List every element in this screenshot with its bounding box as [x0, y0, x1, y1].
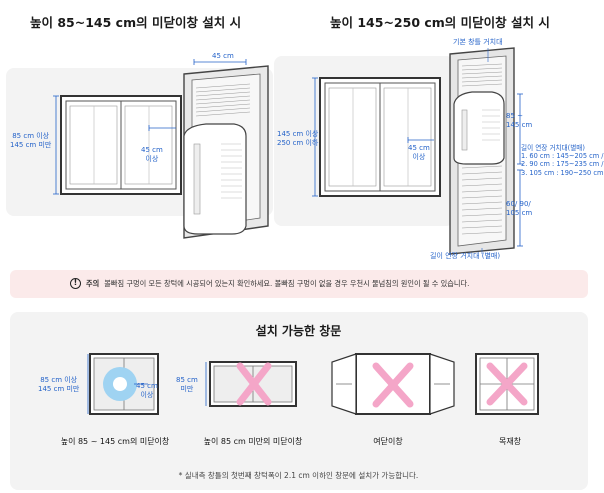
left-height-line2: 145 cm 미만	[10, 140, 52, 149]
window-type-1-sliding-icon	[87, 353, 159, 415]
right-gap-line1: 45 cm	[408, 144, 430, 152]
window-type-2-short-sliding-icon	[205, 361, 297, 407]
left-section-title: 높이 85~145 cm의 미닫이창 설치 시	[30, 15, 242, 30]
extension-info: 길이 연장 거치대(별매) 1. 60 cm : 145~205 cm / 2.…	[521, 144, 604, 177]
installable-windows-title: 설치 가능한 창문	[255, 324, 342, 338]
notice-bar	[10, 270, 588, 298]
window-type-4-wooden-icon	[475, 353, 539, 415]
item1-height-line1: 85 cm 이상	[40, 376, 78, 384]
left-gap-label: 45 cm 이상	[141, 146, 163, 164]
item2-height-line2: 미만	[180, 384, 194, 393]
exclamation-circle-icon: !	[70, 278, 81, 289]
item2-caption: 높이 85 cm 미만의 미닫이창	[203, 437, 303, 446]
item1-gap-label: 45 cm 이상	[136, 382, 158, 400]
item1-height-line2: 145 cm 미만	[38, 384, 80, 393]
extension-line3: 3. 105 cm : 190~250 cm	[521, 168, 604, 177]
item3-caption: 여닫이창	[373, 437, 403, 446]
item2-height-label: 85 cm 미만	[176, 376, 198, 394]
unit-height-line2: 145 cm	[506, 120, 533, 129]
right-height-line2: 250 cm 이하	[277, 138, 319, 147]
right-height-line1: 145 cm 이상	[277, 130, 319, 138]
left-height-line1: 85 cm 이상	[12, 132, 50, 140]
footnote: * 실내측 창틀의 첫번째 창턱폭이 2.1 cm 이하인 창문에 설치가 가능…	[178, 471, 419, 480]
extension-title: 길이 연장 거치대(별매)	[521, 144, 585, 152]
unit-height-line1: 85 ~	[506, 112, 523, 120]
left-window-diagram	[53, 59, 269, 239]
window-type-3-casement-icon	[331, 353, 455, 415]
notice-text: 볼빠짐 구멍이 모든 창턱에 시공되어 있는지 확인하세요. 볼빠짐 구멍이 없…	[104, 278, 470, 288]
installable-windows-diagrams	[87, 353, 539, 415]
item1-caption: 높이 85 ~ 145 cm의 미닫이창	[60, 437, 170, 446]
extension-line1: 1. 60 cm : 145~205 cm /	[521, 152, 604, 161]
lower-height-line1: 60/ 90/	[506, 200, 531, 208]
bottom-extension-label: 길이 연장 거치대 (별매)	[430, 252, 501, 260]
lower-height-line2: 105 cm	[506, 208, 533, 217]
left-height-label: 85 cm 이상 145 cm 미만	[10, 132, 51, 150]
unit-height-label: 85 ~ 145 cm	[506, 112, 532, 130]
right-gap-line2: 이상	[412, 152, 426, 161]
right-gap-label: 45 cm 이상	[408, 144, 430, 162]
extension-line2: 2. 90 cm : 175~235 cm /	[521, 160, 604, 169]
left-width-label: 45 cm	[212, 52, 234, 60]
item1-gap-line1: 45 cm	[136, 382, 158, 390]
top-rail-label: 기본 창틀 거치대	[453, 38, 503, 46]
left-gap-line2: 이상	[145, 154, 159, 163]
left-gap-line1: 45 cm	[141, 146, 163, 154]
notice-content: ! 주의 볼빠짐 구멍이 모든 창턱에 시공되어 있는지 확인하세요. 볼빠짐 …	[70, 278, 469, 289]
right-section-title: 높이 145~250 cm의 미닫이창 설치 시	[330, 15, 550, 30]
right-height-label: 145 cm 이상 250 cm 이하	[277, 130, 318, 148]
right-window-diagram	[312, 47, 523, 255]
lower-height-label: 60/ 90/ 105 cm	[506, 200, 532, 218]
item1-gap-line2: 이상	[140, 390, 154, 399]
item1-height-label: 85 cm 이상 145 cm 미만	[38, 376, 79, 394]
item4-caption: 목재창	[498, 437, 522, 446]
item2-height-line1: 85 cm	[176, 376, 198, 384]
notice-title: 주의	[86, 278, 100, 288]
